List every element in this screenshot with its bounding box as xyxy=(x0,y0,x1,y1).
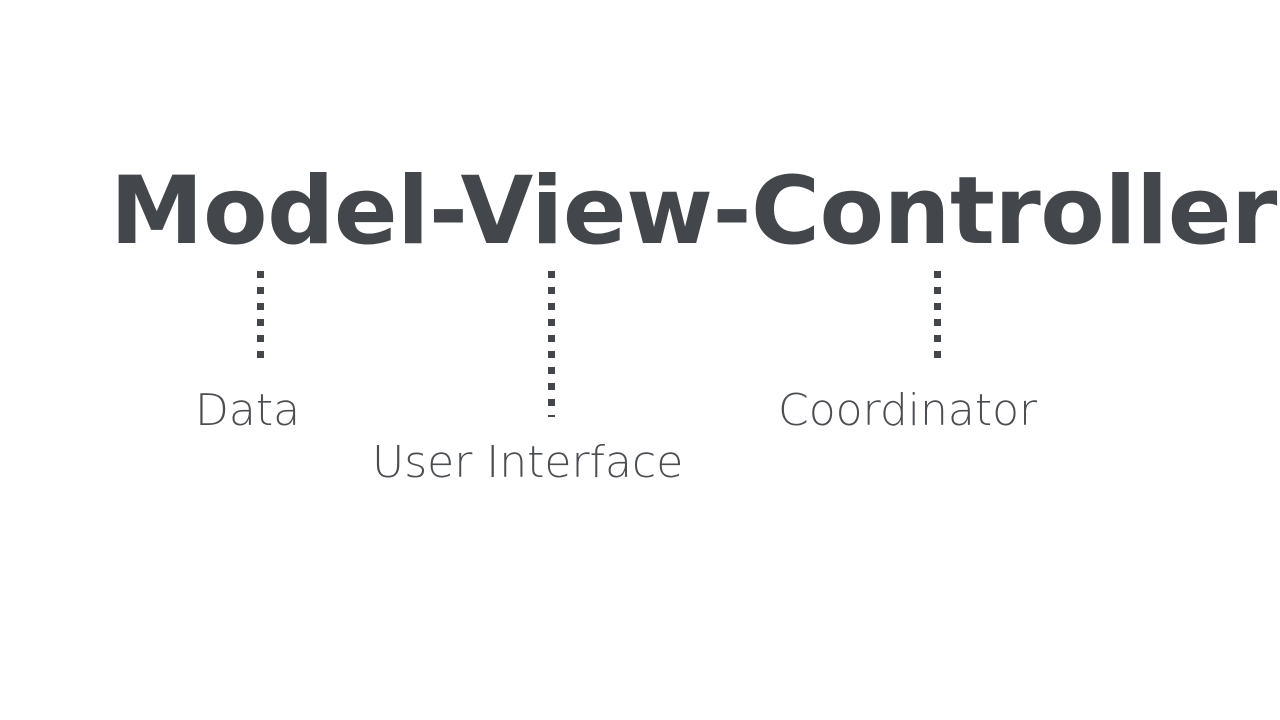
connector-line-model xyxy=(257,271,264,363)
label-view-definition: User Interface xyxy=(372,437,684,488)
connector-line-view xyxy=(548,271,555,417)
label-controller-definition: Coordinator xyxy=(778,385,1038,436)
connector-line-controller xyxy=(934,271,941,363)
page-title: Model-View-Controller xyxy=(110,157,1277,266)
label-model-definition: Data xyxy=(195,385,301,436)
